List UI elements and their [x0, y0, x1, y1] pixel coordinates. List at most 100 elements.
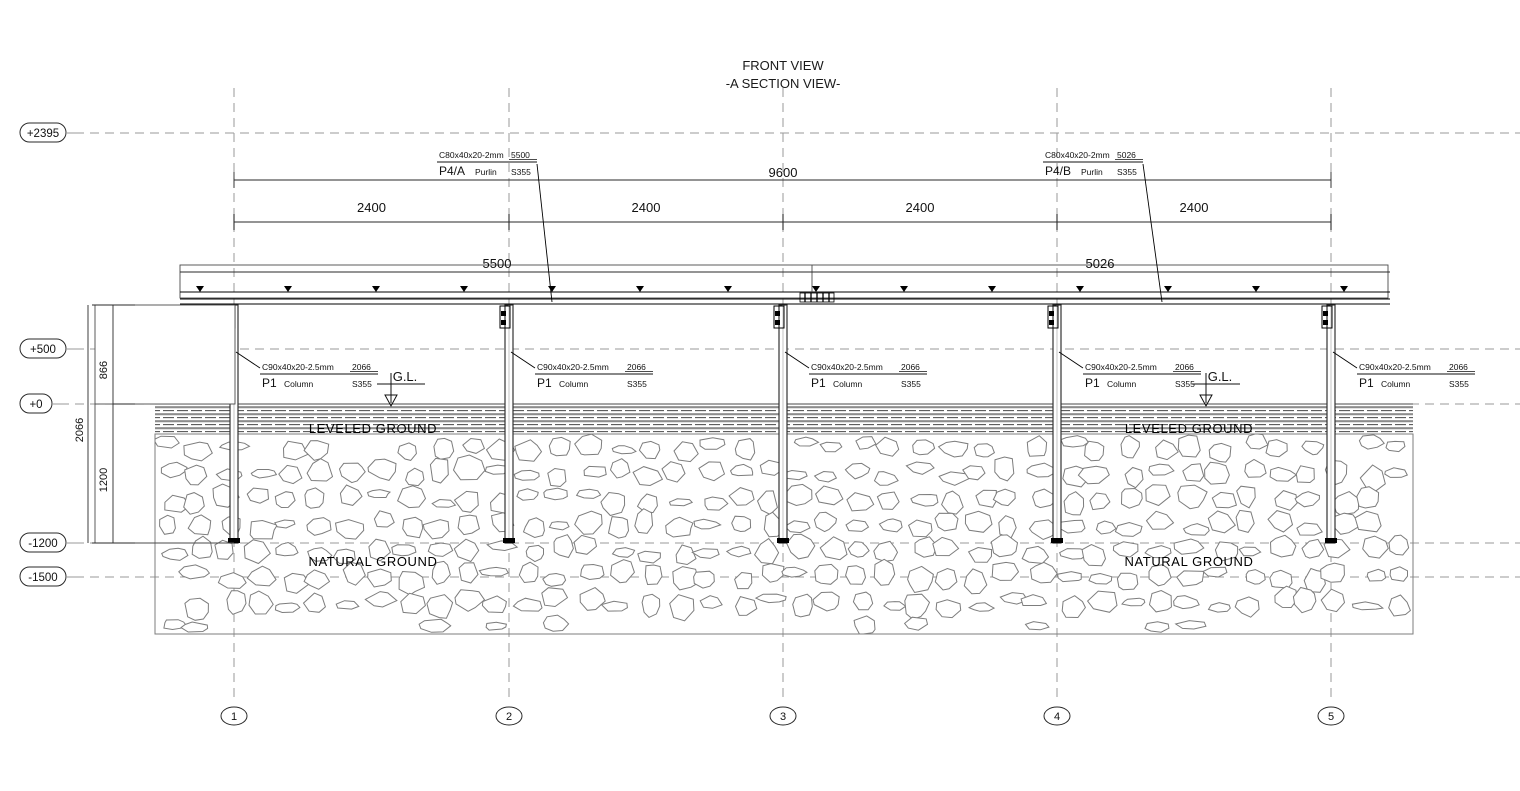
- stone-shape: [513, 469, 540, 481]
- stone-shape: [1301, 538, 1325, 559]
- stone-shape: [1320, 588, 1346, 613]
- stone-shape: [1144, 621, 1170, 633]
- stone-shape: [728, 487, 755, 506]
- bay-dim-3: 2400: [906, 200, 935, 215]
- grid-bubble-label: 4: [1054, 711, 1060, 723]
- stone-shape: [1114, 521, 1143, 537]
- stone-shape: [1032, 488, 1058, 509]
- level-label: +500: [30, 344, 56, 356]
- level-marker--1500: -1500: [19, 566, 80, 587]
- stone-shape: [397, 442, 417, 461]
- grid-bubble-5[interactable]: 5: [1317, 706, 1345, 726]
- stone-shape: [847, 541, 870, 558]
- stone-shape: [876, 491, 900, 510]
- stone-shape: [274, 519, 296, 529]
- tag-length: 2066: [1175, 362, 1194, 372]
- stone-shape: [1211, 491, 1238, 509]
- stone-shape: [183, 441, 213, 462]
- bay-dim-2: 2400: [632, 200, 661, 215]
- tag-section: C90x40x20-2.5mm: [811, 362, 883, 372]
- roof-beam-assembly: [179, 264, 1390, 305]
- dim-866: 866: [98, 361, 110, 379]
- level-marker-+0: +0: [19, 393, 66, 414]
- stone-shape: [1274, 490, 1298, 511]
- stone-shape: [1145, 484, 1171, 507]
- stone-shape: [426, 594, 454, 619]
- stone-shape: [1267, 510, 1294, 533]
- stone-shape: [303, 569, 331, 590]
- stone-shape: [457, 514, 480, 536]
- stone-shape: [1234, 596, 1260, 618]
- stone-shape: [813, 511, 838, 533]
- stone-shape: [937, 440, 969, 458]
- stone-shape: [163, 619, 188, 631]
- stone-shape: [873, 558, 896, 586]
- stone-shape: [883, 601, 907, 611]
- stone-shape: [191, 535, 213, 559]
- stone-shape: [548, 521, 570, 531]
- dim-2066: 2066: [74, 418, 86, 442]
- stone-shape: [1265, 439, 1288, 458]
- stone-shape: [753, 537, 780, 565]
- stone-shape: [246, 565, 277, 587]
- stone-shape: [1207, 510, 1237, 534]
- stone-shape: [1174, 620, 1207, 630]
- gl-label: G.L.: [1208, 369, 1233, 384]
- tag-mark: P1: [811, 376, 826, 390]
- stone-shape: [1120, 487, 1143, 509]
- stone-shape: [998, 515, 1017, 539]
- gl-marker: G.L.: [377, 369, 425, 408]
- stone-shape: [691, 548, 720, 559]
- stone-shape: [462, 437, 486, 454]
- grid-bubble-1[interactable]: 1: [220, 706, 248, 726]
- stone-shape: [1358, 434, 1385, 450]
- stone-shape: [580, 563, 605, 581]
- stone-shape: [699, 437, 726, 450]
- stone-shape: [574, 434, 603, 456]
- stone-shape: [478, 566, 509, 577]
- tag-length: 2066: [1449, 362, 1468, 372]
- dim-purlin-5026: 5026: [1086, 256, 1115, 271]
- stone-shape: [761, 563, 785, 583]
- level-label: +0: [29, 399, 42, 411]
- stone-shape: [274, 602, 301, 614]
- purlin-tick: [900, 286, 908, 292]
- grid-bubble-2[interactable]: 2: [495, 706, 523, 726]
- stone-shape: [542, 614, 570, 632]
- stone-shape: [634, 508, 654, 534]
- purlin-tick: [548, 286, 556, 292]
- stone-shape: [249, 519, 278, 540]
- stone-shape: [306, 517, 332, 536]
- stone-shape: [338, 462, 366, 484]
- stone-shape: [1026, 435, 1048, 457]
- stone-shape: [878, 518, 903, 533]
- stone-shape: [1182, 463, 1205, 482]
- grid-bubble-4[interactable]: 4: [1043, 706, 1071, 726]
- stone-shape: [339, 484, 363, 506]
- stone-shape: [907, 565, 934, 594]
- stone-shape: [964, 510, 993, 533]
- column-p1-2: [499, 304, 515, 544]
- stone-shape: [159, 514, 176, 535]
- stone-shape: [610, 559, 635, 584]
- stone-shape: [366, 489, 392, 499]
- stone-shape: [1124, 466, 1144, 489]
- grid-bubble-3[interactable]: 3: [769, 706, 797, 726]
- stone-shape: [725, 545, 752, 558]
- stone-shape: [904, 593, 931, 620]
- stone-shape: [1095, 520, 1117, 535]
- purlin-tick: [1340, 286, 1348, 292]
- stone-shape: [1244, 458, 1267, 478]
- stone-shape: [429, 457, 449, 484]
- tag-length: 2066: [627, 362, 646, 372]
- stone-shape: [304, 487, 325, 509]
- tag-mark: P1: [1085, 376, 1100, 390]
- stone-shape: [668, 498, 694, 507]
- stone-shape: [1145, 510, 1175, 530]
- tag-length: 2066: [901, 362, 920, 372]
- stone-shape: [574, 510, 603, 535]
- stone-shape: [873, 540, 899, 562]
- stone-shape: [1245, 434, 1269, 450]
